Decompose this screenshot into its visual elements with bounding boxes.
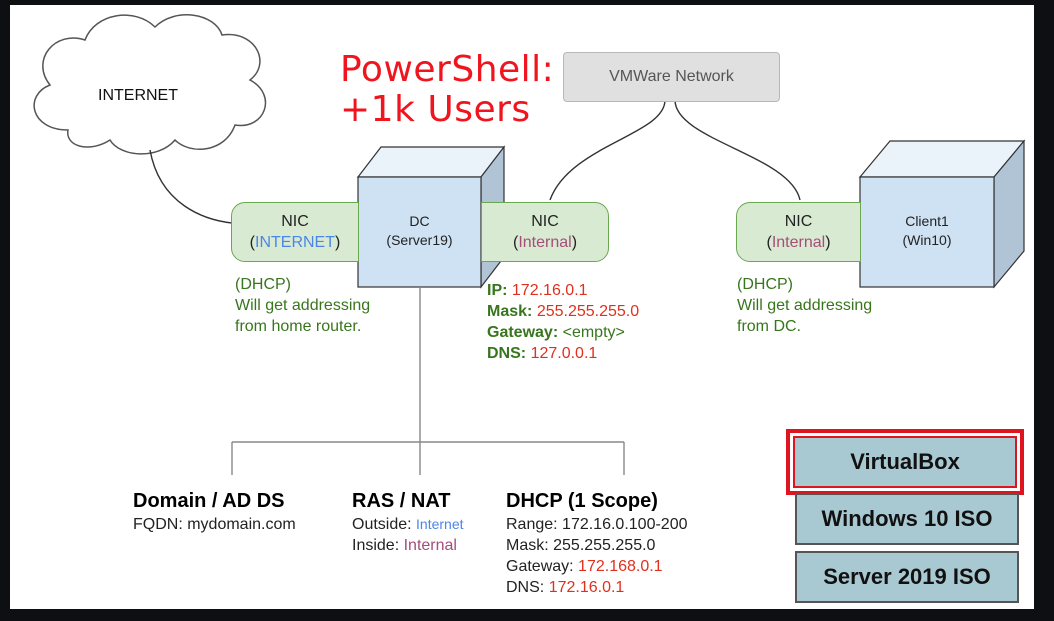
dc-os: (Server19) xyxy=(386,232,453,248)
dc-internal-nic-config: IP: 172.16.0.1 Mask: 255.255.255.0 Gatew… xyxy=(487,280,639,364)
internet-link xyxy=(149,149,233,224)
role-ad-fqdn: FQDN: mydomain.com xyxy=(133,516,296,533)
client-os: (Win10) xyxy=(902,232,952,248)
role-dhcp: DHCP (1 Scope) Range: 172.16.0.100-200 M… xyxy=(506,488,687,598)
dc-nic-internal: NIC (Internal) xyxy=(481,202,609,262)
role-dhcp-range: Range: 172.16.0.100-200 xyxy=(506,516,688,533)
nic-network: (Internal) xyxy=(766,234,831,251)
role-dhcp-heading: DHCP (1 Scope) xyxy=(506,490,658,512)
windows-10-iso-button[interactable]: Windows 10 ISO xyxy=(795,493,1019,545)
client-name: Client1 xyxy=(905,213,949,229)
vmnet-link-client xyxy=(674,99,801,201)
dc-nic-internet: NIC (INTERNET) xyxy=(231,202,359,262)
title-line-2: +1k Users xyxy=(340,89,531,130)
role-ras-outside: Outside: Internet xyxy=(352,516,464,533)
nic-network: (Internal) xyxy=(512,234,578,251)
slide-title: PowerShell: +1k Users xyxy=(340,50,554,130)
internet-cloud-shape xyxy=(33,14,267,155)
nic-title: NIC xyxy=(281,213,309,230)
nic-title: NIC xyxy=(531,213,559,230)
client-nic-note: (DHCP) Will get addressing from DC. xyxy=(737,276,873,335)
dc-server-label: DC (Server19) xyxy=(358,212,481,250)
vmnet-link-dc xyxy=(549,99,666,201)
dc-name: DC xyxy=(409,213,430,229)
nic-title: NIC xyxy=(784,213,813,230)
title-line-1: PowerShell: xyxy=(340,49,555,90)
role-ad-heading: Domain / AD DS xyxy=(133,490,285,512)
role-ras-heading: RAS / NAT xyxy=(352,490,451,512)
network-diagram-slide: PowerShell: +1k Users INTERNET VMWare Ne… xyxy=(10,5,1034,609)
config-dns: DNS: 127.0.0.1 xyxy=(487,345,598,362)
roles-tree xyxy=(231,287,625,475)
role-dhcp-gateway: Gateway: 172.168.0.1 xyxy=(506,558,663,575)
config-ip: IP: 172.16.0.1 xyxy=(487,282,588,299)
nic-network: (INTERNET) xyxy=(249,234,341,251)
role-ras-nat: RAS / NAT Outside: Internet Inside: Inte… xyxy=(352,488,464,556)
virtualbox-button[interactable]: VirtualBox xyxy=(786,429,1024,495)
role-dhcp-dns: DNS: 172.16.0.1 xyxy=(506,579,625,596)
client-label: Client1 (Win10) xyxy=(860,212,994,250)
client-nic-internal: NIC (Internal) xyxy=(736,202,861,262)
role-dhcp-mask: Mask: 255.255.255.0 xyxy=(506,537,656,554)
role-ras-inside: Inside: Internal xyxy=(352,537,457,554)
config-mask: Mask: 255.255.255.0 xyxy=(487,303,640,320)
dc-internet-nic-note: (DHCP) Will get addressing from home rou… xyxy=(235,276,371,335)
vmware-network-box: VMWare Network xyxy=(563,52,780,102)
internet-cloud-label: INTERNET xyxy=(98,87,178,104)
role-ad-ds: Domain / AD DS FQDN: mydomain.com xyxy=(133,488,296,535)
config-gateway: Gateway: <empty> xyxy=(487,324,625,341)
client-cube xyxy=(858,139,1026,289)
connection-lines xyxy=(33,14,1026,475)
server-2019-iso-button[interactable]: Server 2019 ISO xyxy=(795,551,1019,603)
